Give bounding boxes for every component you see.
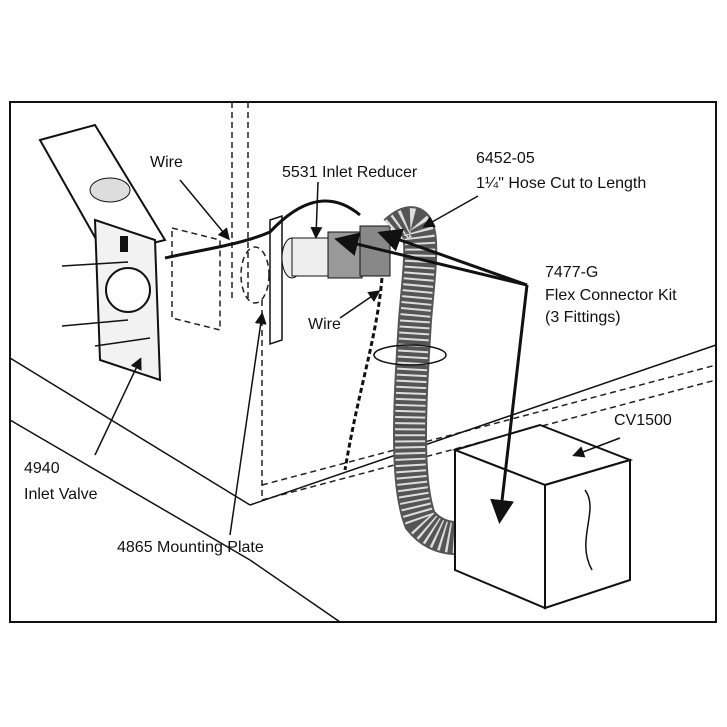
- label-flex-part: 7477-G: [545, 264, 598, 281]
- label-hose-desc: 1¼" Hose Cut to Length: [476, 175, 646, 192]
- label-valve-part: 4940: [24, 460, 60, 477]
- label-flex-count: (3 Fittings): [545, 309, 621, 326]
- label-hose-part: 6452-05: [476, 150, 535, 167]
- wire: [164, 199, 361, 260]
- inlet-valve: [38, 123, 167, 382]
- label-power-unit: CV1500: [614, 412, 672, 429]
- label-flex-desc: Flex Connector Kit: [545, 287, 677, 304]
- label-wire-mid: Wire: [308, 316, 341, 333]
- hose-strap: [373, 344, 447, 366]
- wire-lower: [343, 261, 385, 471]
- label-wire-top: Wire: [150, 154, 183, 171]
- flexible-hose: [383, 206, 498, 556]
- label-valve-desc: Inlet Valve: [24, 486, 98, 503]
- label-mounting-plate: 4865 Mounting Plate: [117, 539, 264, 556]
- label-inlet-reducer: 5531 Inlet Reducer: [282, 164, 418, 181]
- mounting-plate: [171, 214, 283, 346]
- cv1500-power-unit: [451, 423, 634, 610]
